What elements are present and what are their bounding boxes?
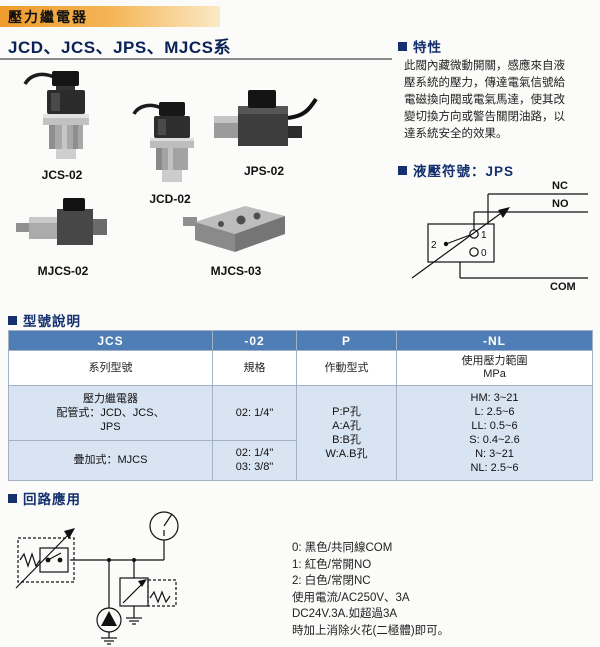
product-photo-jcd-02 [132,102,194,182]
hydraulic-symbol-heading-label: 液壓符號：JPS [413,164,515,179]
terminal-label-com: COM [550,281,576,293]
series-title: JCD、JCS、JPS、MJCS系 [8,38,231,57]
product-photo-mjcs-03 [183,206,285,252]
table-subheader-cell: 使用壓力範圍 MPa [396,350,593,386]
features-heading-label: 特性 [413,40,442,55]
product-photo-jcs-02 [23,71,89,159]
table-row-stack: 疊加式：MJCS 02: 1/4" 03: 3/8" [8,439,593,482]
note-line: 1: 紅色/常開NO [292,558,372,571]
page-title: 壓力繼電器 [8,8,88,25]
table-subheader-cell: 作動型式 [296,350,397,386]
table-header-cell: P [296,330,397,351]
pressure-range-cell: HM: 3~21 L: 2.5~6 LL: 0.5~6 S: 0.4~2.6 N… [396,385,593,481]
series-cell: 疊加式：MJCS [8,439,213,482]
table-subheader-row: 系列型號 規格 作動型式 使用壓力範圍 MPa [8,350,593,386]
features-heading: 特性 [398,36,442,56]
series-cell: 壓力繼電器 配管式：JCD、JCS、 JPS [8,385,213,441]
section-bullet-icon [398,41,407,51]
spec-cell: 02: 1/4" 03: 3/8" [212,439,297,482]
section-bullet-icon [8,493,17,503]
hydraulic-symbol-heading: 液壓符號：JPS [398,160,514,180]
pin-label-2: 2 [431,240,437,251]
product-jcd-02: JCD-02 [130,100,210,206]
product-mjcs-02: MJCS-02 [15,196,111,278]
product-label: MJCS-02 [37,264,89,278]
features-text: 此閥內藏微動開關，感應來自液 壓系統的壓力，傳達電氣信號給 電磁換向閥或電氣馬達… [404,60,565,140]
product-label: MJCS-03 [210,264,262,278]
circuit-heading-label: 回路應用 [23,492,81,507]
actuation-cell: P:P孔 A:A孔 B:B孔 W:A.B孔 [296,385,397,481]
table-header-cell: -02 [212,330,297,351]
pin-label-0: 0 [481,248,487,259]
product-label: JPS-02 [243,164,285,178]
table-header-row: JCS -02 P -NL [8,330,593,351]
terminal-label-nc: NC [552,180,568,192]
table-row-piping: 壓力繼電器 配管式：JCD、JCS、 JPS 02: 1/4" P:P孔 A:A… [8,385,593,481]
product-jcs-02: JCS-02 [20,68,104,182]
spec-cell: 02: 1/4" [212,385,297,441]
product-photo-area: JCS-02 JPS-02 [0,60,392,312]
divider-rule [0,58,392,60]
pin-label-1: 1 [481,230,487,241]
table-subheader-cell: 系列型號 [8,350,213,386]
note-line: 0: 黑色/共同線COM [292,542,393,554]
model-table-heading: 型號說明 [8,310,81,330]
section-bullet-icon [398,165,407,175]
note-line: DC24V.3A.如超過3A [292,608,398,620]
table-subheader-cell: 規格 [212,350,297,386]
circuit-heading: 回路應用 [8,488,81,508]
product-mjcs-03: MJCS-03 [183,194,289,278]
product-label: JCS-02 [41,168,83,182]
product-photo-mjcs-02 [16,198,107,245]
product-photo-jps-02 [214,90,318,146]
page-title-bar: 壓力繼電器 [0,6,220,27]
section-bullet-icon [8,315,17,325]
circuit-diagram [15,511,179,645]
hydraulic-symbol-diagram: NC NO COM 2 1 0 [411,180,588,293]
model-table-heading-label: 型號說明 [23,314,81,329]
model-number-table: JCS -02 P -NL 系列型號 規格 作動型式 使用壓力範圍 MPa 壓力… [8,330,593,482]
note-line: 使用電流/AC250V、3A [292,591,410,604]
product-label: JCD-02 [149,192,191,206]
product-jps-02: JPS-02 [208,82,320,178]
note-line: 2: 白色/常閉NC [292,575,371,587]
circuit-notes: 0: 黑色/共同線COM 1: 紅色/常開NO 2: 白色/常閉NC 使用電流/… [292,540,532,639]
note-line: 時加上消除火花(二極體)即可。 [292,624,450,637]
table-header-cell: -NL [396,330,593,351]
terminal-label-no: NO [552,198,569,210]
table-header-cell: JCS [8,330,213,351]
